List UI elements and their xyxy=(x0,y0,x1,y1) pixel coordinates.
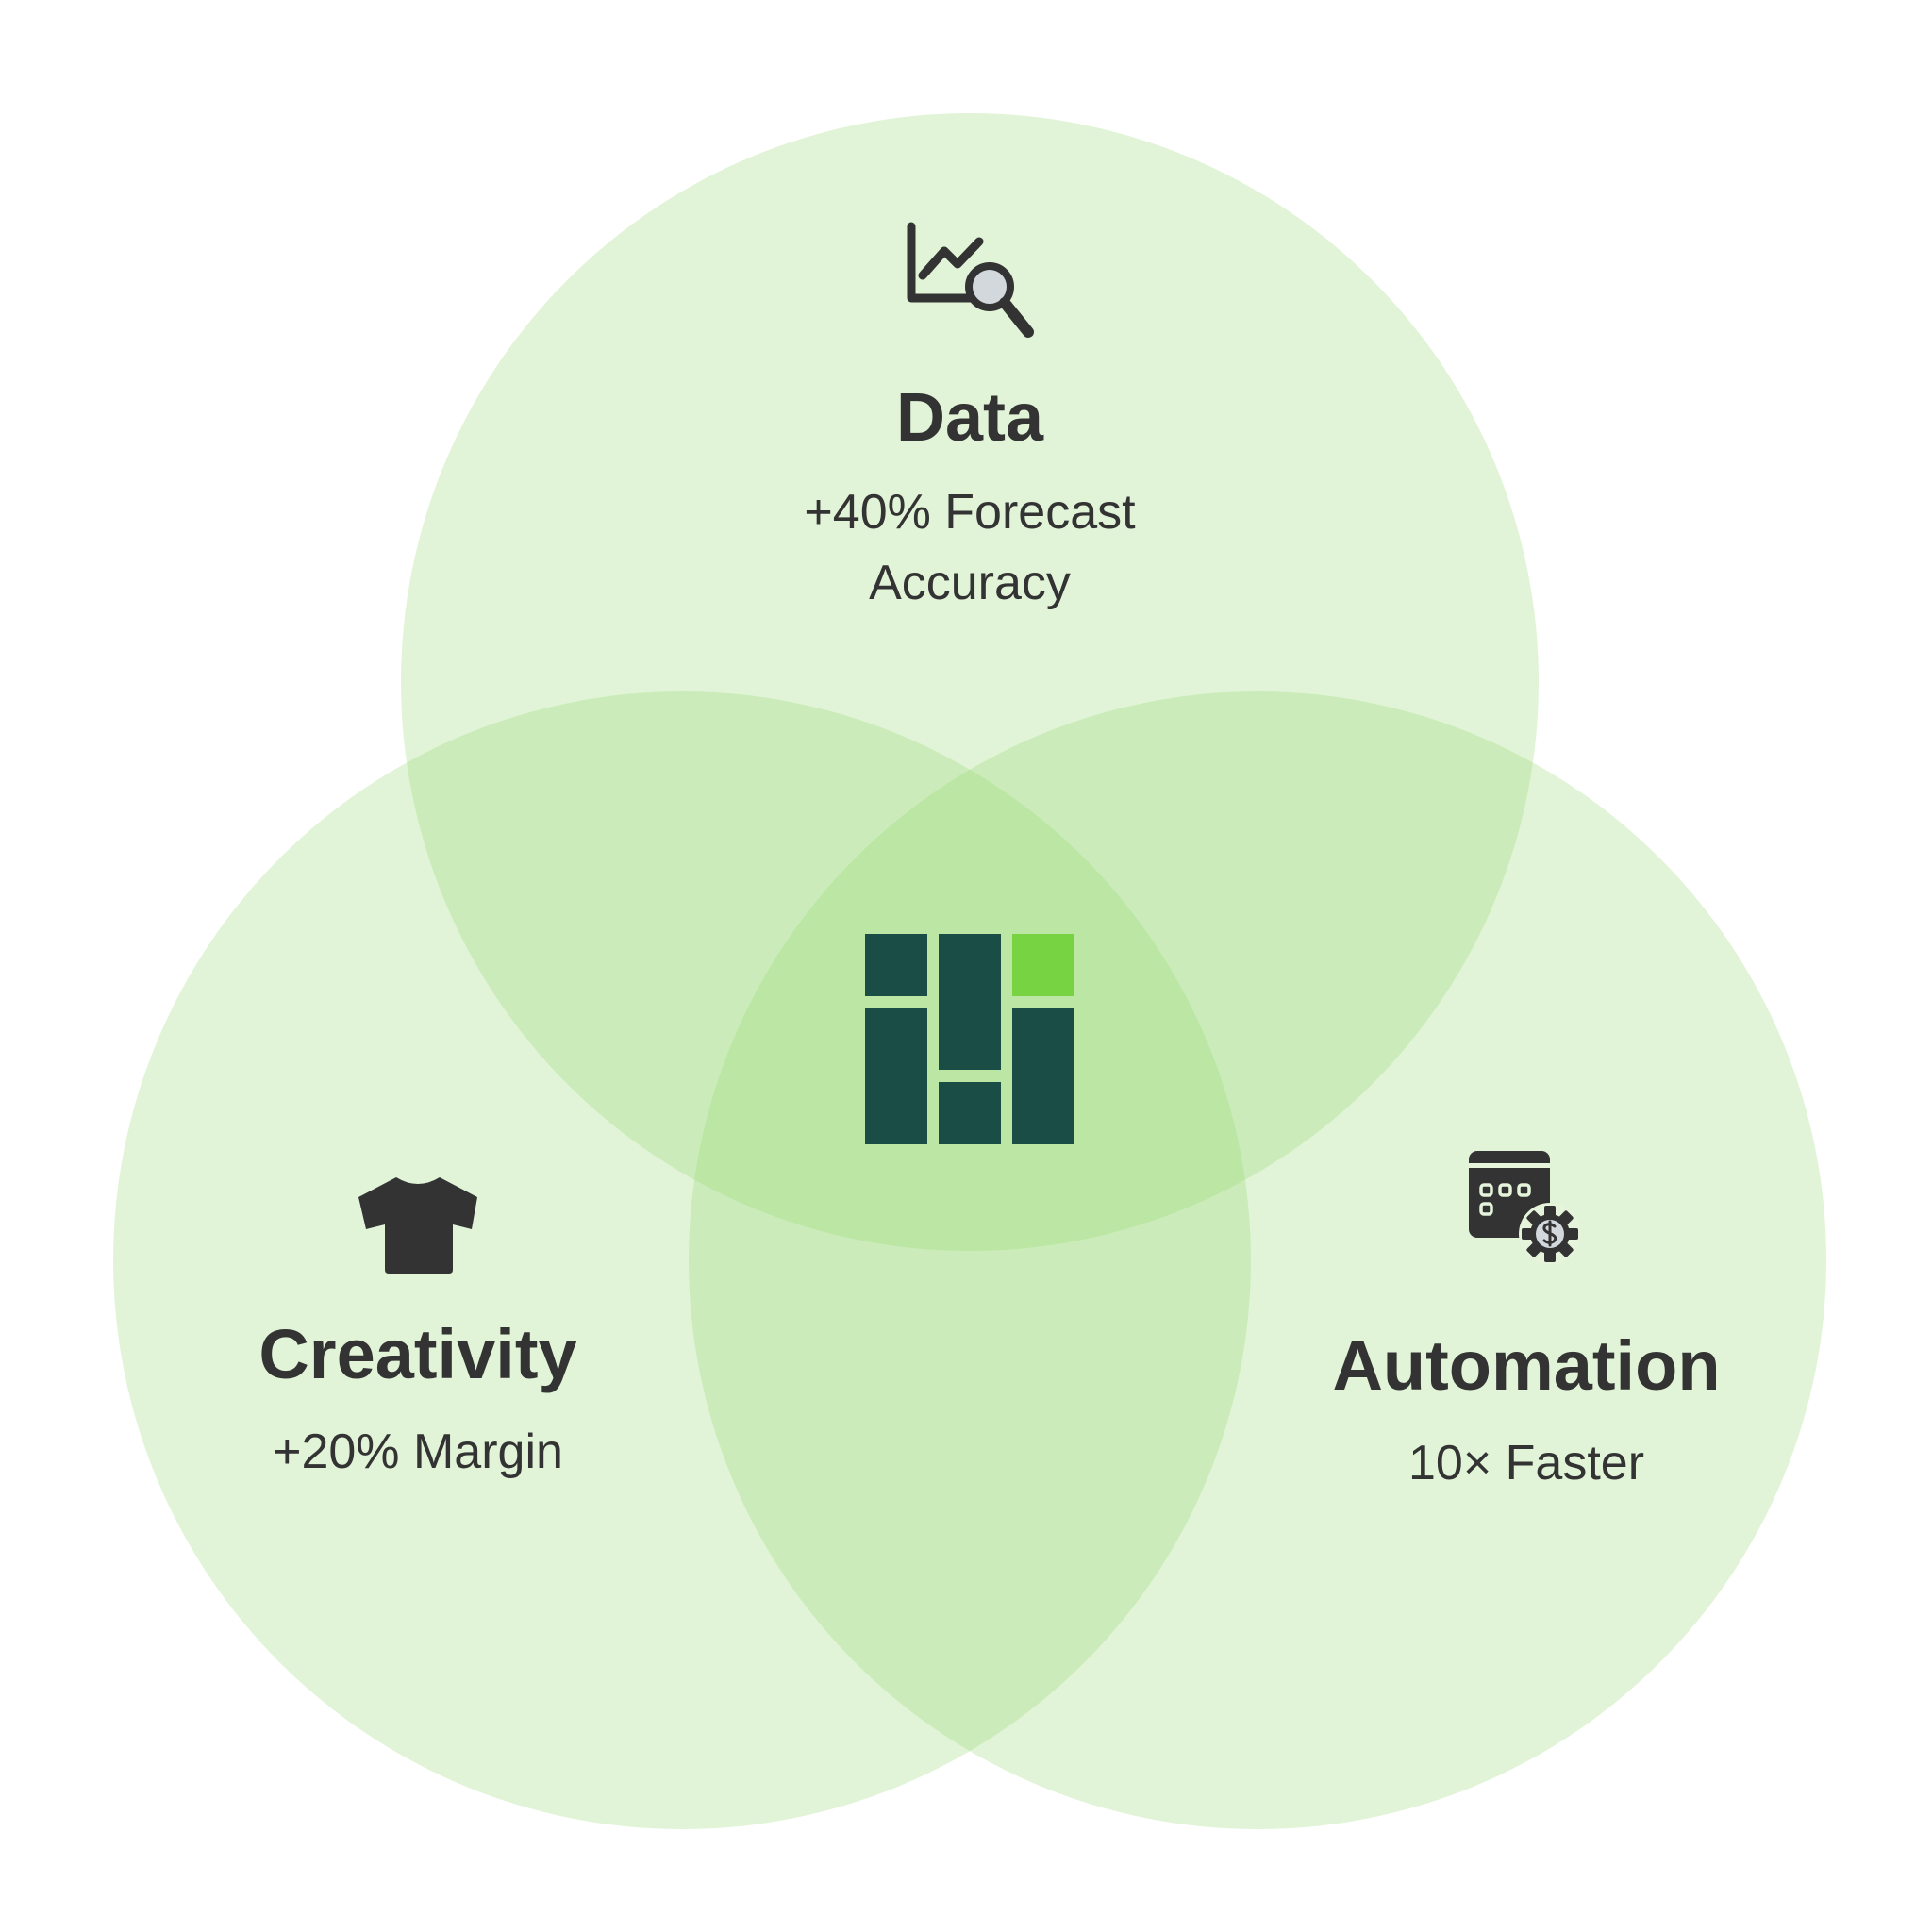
chart-magnifier-icon xyxy=(907,222,1034,338)
calendar-gear-dollar-icon xyxy=(1469,1151,1581,1265)
brand-logo-icon xyxy=(865,934,1074,1144)
set-automation-stat: 10× Faster xyxy=(1407,1436,1645,1491)
set-data-title: Data xyxy=(895,380,1044,456)
set-automation-title: Automation xyxy=(1332,1326,1721,1405)
circle-data xyxy=(401,113,1539,1251)
set-creativity-title: Creativity xyxy=(258,1315,577,1393)
set-data-label: Data +40% Forecast Accuracy xyxy=(734,379,1206,620)
set-creativity-stat: +20% Margin xyxy=(273,1424,563,1479)
t-shirt-icon xyxy=(358,1177,477,1274)
set-data-stat: +40% Forecast Accuracy xyxy=(804,485,1136,611)
set-creativity-label: Creativity +20% Margin xyxy=(182,1314,654,1488)
circle-automation xyxy=(689,691,1826,1829)
set-automation-label: Automation 10× Faster xyxy=(1291,1325,1762,1499)
